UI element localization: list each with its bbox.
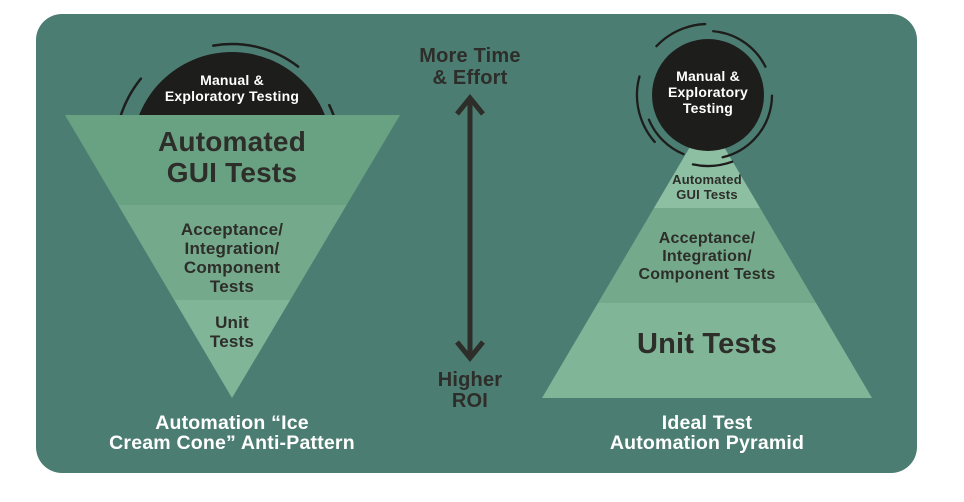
- cone-gui-tests-label: Automated GUI Tests: [82, 126, 382, 188]
- cone-acceptance-line2: Integration/: [184, 239, 280, 258]
- cone-acceptance-line4: Tests: [209, 277, 255, 296]
- pyramid-gui-line2: GUI Tests: [676, 187, 738, 202]
- pyramid-bubble-circle: [652, 39, 764, 151]
- pyramid-bubble-label: Manual & Exploratory Testing: [608, 68, 808, 116]
- cone-caption-line2: Cream Cone” Anti-Pattern: [109, 432, 355, 454]
- pyramid-unit-line1: Unit Tests: [636, 328, 778, 360]
- cone-acceptance-line1: Acceptance/: [180, 220, 284, 239]
- pyramid-bubble-line2: Exploratory: [668, 84, 748, 100]
- effort-roi-arrow: [455, 94, 485, 362]
- diagram-shapes: [65, 22, 872, 398]
- pyramid-acceptance-line2: Integration/: [662, 248, 752, 265]
- pyramid-bubble-line1: Manual &: [676, 68, 740, 84]
- axis-top-line2: & Effort: [432, 67, 508, 89]
- arrow-down-head: [455, 340, 485, 362]
- pyramid-gui-tests-label: Automated GUI Tests: [607, 172, 807, 202]
- cone-caption: Automation “Ice Cream Cone” Anti-Pattern: [32, 413, 432, 453]
- cone-unit-tests-label: Unit Tests: [132, 313, 332, 351]
- higher-roi-label: Higher ROI: [370, 370, 570, 412]
- cone-caption-line1: Automation “Ice: [155, 412, 309, 434]
- cone-unit-line1: Unit: [215, 313, 249, 332]
- cone-gui-line2: GUI Tests: [166, 157, 298, 188]
- pyramid-band-unit: [542, 303, 872, 398]
- cone-band-gui: [65, 115, 400, 205]
- cone-acceptance-label: Acceptance/ Integration/ Component Tests: [132, 220, 332, 296]
- pyramid-bubble-sketch-arcs: [635, 22, 781, 168]
- cone-bubble-line2: Exploratory Testing: [164, 88, 300, 104]
- pyramid-gui-line1: Automated: [672, 172, 742, 187]
- pyramid-acceptance-line1: Acceptance/: [658, 230, 756, 247]
- cone-unit-line2: Tests: [209, 332, 255, 351]
- pyramid-caption: Ideal Test Automation Pyramid: [507, 413, 907, 453]
- axis-bottom-line2: ROI: [451, 390, 489, 412]
- axis-bottom-line1: Higher: [437, 369, 503, 391]
- cone-gui-line1: Automated: [157, 126, 307, 157]
- more-time-effort-label: More Time & Effort: [370, 45, 570, 89]
- pyramid-caption-line1: Ideal Test: [661, 412, 753, 434]
- cone-acceptance-line3: Component: [183, 258, 281, 277]
- pyramid-acceptance-line3: Component Tests: [638, 266, 776, 283]
- pyramid-bubble-line3: Testing: [682, 100, 734, 116]
- pyramid-acceptance-label: Acceptance/ Integration/ Component Tests: [582, 230, 832, 284]
- diagram-canvas: Manual & Exploratory Testing Automated G…: [36, 14, 917, 473]
- axis-top-line1: More Time: [419, 45, 521, 67]
- cone-bubble-line1: Manual &: [200, 72, 264, 88]
- arrow-up-head: [455, 94, 485, 116]
- pyramid-caption-line2: Automation Pyramid: [609, 432, 805, 454]
- cone-bubble-label: Manual & Exploratory Testing: [132, 72, 332, 104]
- pyramid-unit-tests-label: Unit Tests: [557, 328, 857, 360]
